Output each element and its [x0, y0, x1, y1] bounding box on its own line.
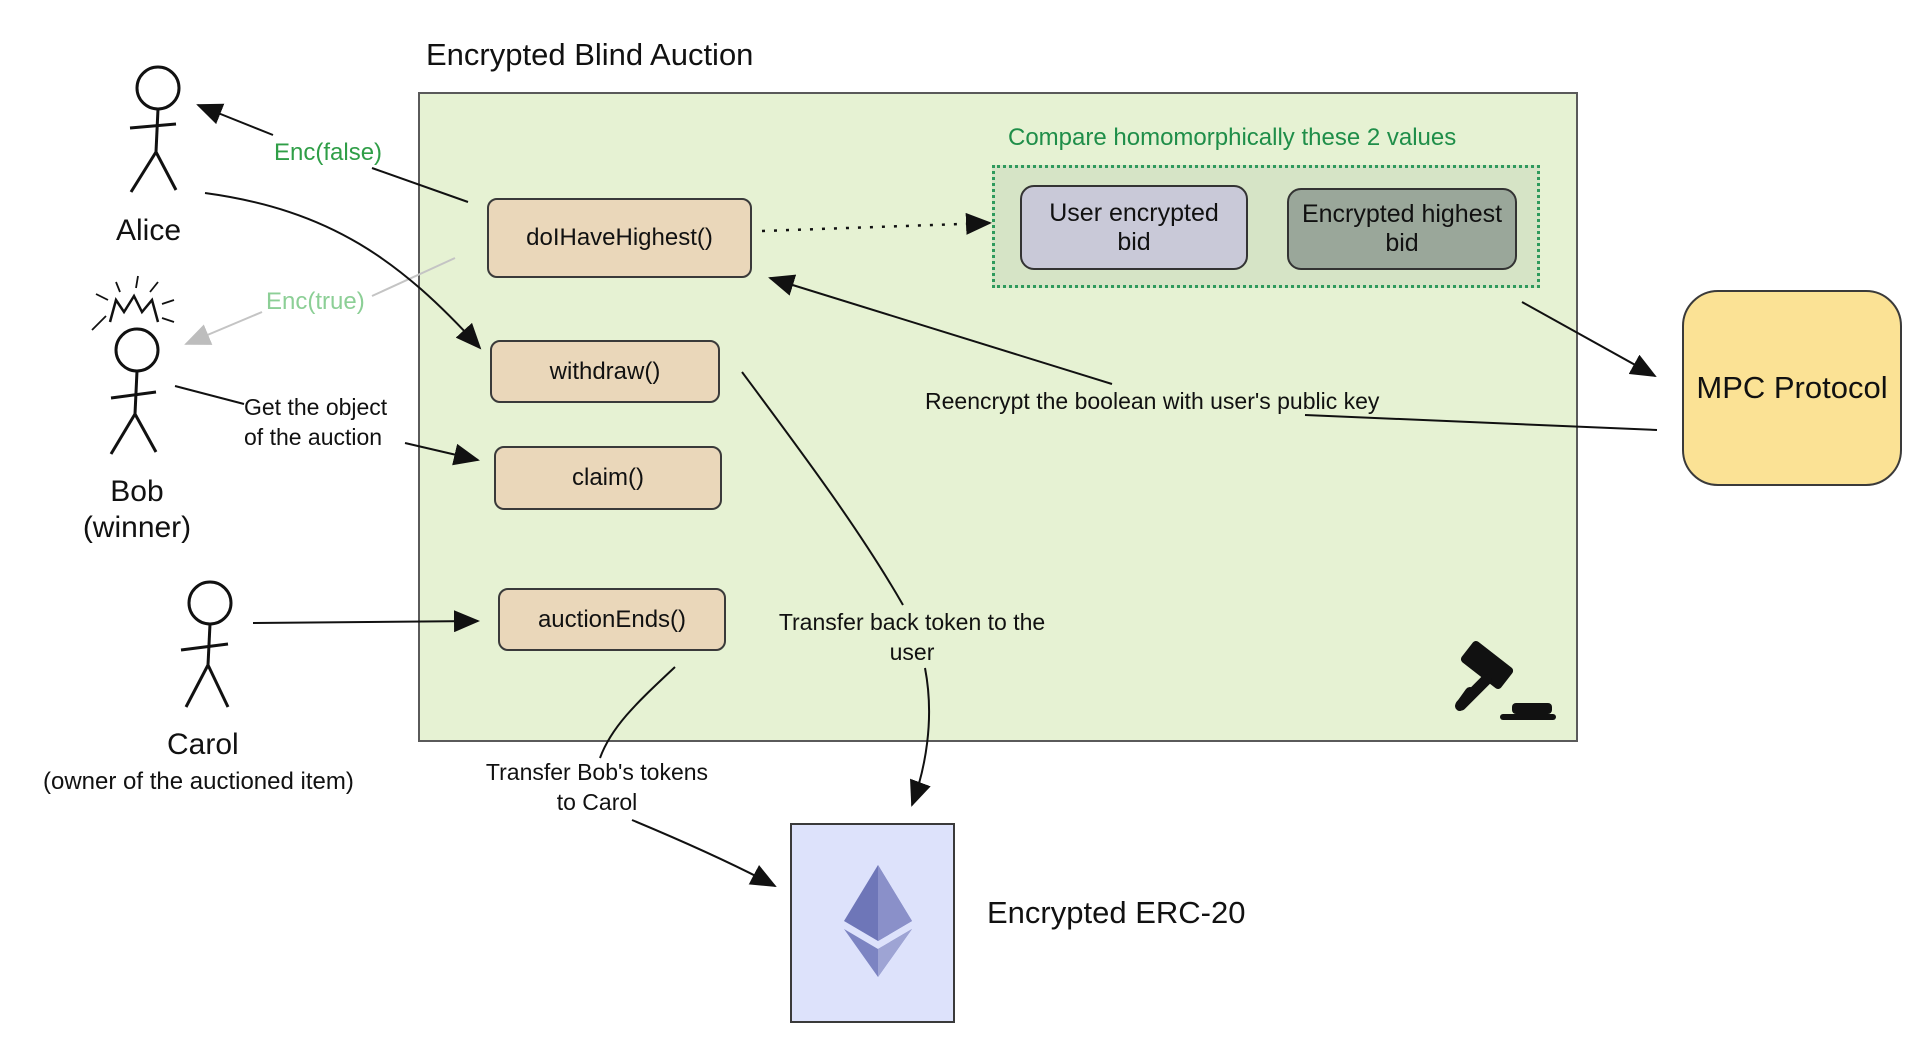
encrypted-highest-bid-node: Encrypted highest bid — [1287, 188, 1517, 270]
get-object-label-line1: Get the object — [244, 394, 388, 420]
mpc-protocol-node: MPC Protocol — [1682, 290, 1902, 486]
bob-stick-figure-icon — [91, 275, 175, 455]
withdraw-label: withdraw() — [549, 357, 661, 385]
withdraw-to-erc20-arrow-b — [910, 667, 931, 807]
bob-label-line2: (winner) — [82, 511, 192, 544]
highest-bid-label-line1: Encrypted highest — [1301, 200, 1503, 229]
transfer-back-label-line1: Transfer back token to the — [778, 609, 1046, 635]
enc-true-label: Enc(true) — [266, 288, 365, 315]
carol-role-label: (owner of the auctioned item) — [43, 768, 354, 795]
highest-bid-label-line2: bid — [1385, 229, 1419, 257]
compare-to-mpc-arrow — [1521, 301, 1657, 377]
enc-false-label: Enc(false) — [274, 139, 383, 166]
bob-label-line1: Bob — [110, 475, 164, 508]
ethereum-icon — [844, 865, 912, 977]
get-object-label-line2: of the auction — [244, 423, 383, 450]
alice-label: Alice — [116, 214, 182, 247]
auction-ends-node: auctionEnds() — [498, 588, 726, 651]
carol-label: Carol — [167, 728, 239, 761]
enc-true-arrow — [186, 257, 456, 344]
transfer-bob-label-line2: to Carol — [556, 788, 638, 815]
transfer-bob-label: Transfer Bob's tokens to Carol — [462, 758, 732, 818]
compare-label: Compare homomorphically these 2 values — [1008, 124, 1457, 151]
withdraw-to-erc20-arrow-a — [741, 371, 904, 606]
diagram-title: Encrypted Blind Auction — [426, 37, 754, 72]
auction-ends-to-erc20-arrow-b — [631, 819, 777, 887]
get-object-label: Get the object of the auction — [244, 393, 387, 453]
compare-dotted-arrow — [761, 212, 992, 235]
auction-ends-to-erc20-arrow-a — [599, 666, 676, 759]
alice-stick-figure-icon — [129, 65, 181, 193]
alice-to-withdraw-arrow — [204, 192, 482, 350]
erc20-label: Encrypted ERC-20 — [987, 895, 1246, 930]
transfer-back-label: Transfer back token to the user — [757, 608, 1067, 668]
transfer-bob-label-line1: Transfer Bob's tokens — [485, 759, 709, 785]
user-encrypted-bid-node: User encrypted bid — [1020, 185, 1248, 270]
bob-label: Bob (winner) — [72, 474, 202, 546]
auction-ends-label: auctionEnds() — [537, 605, 687, 633]
reencrypt-label: Reencrypt the boolean with user's public… — [925, 388, 1380, 414]
mpc-reencrypt-arrow-a — [1304, 414, 1658, 431]
user-bid-label-line1: User encrypted — [1049, 198, 1219, 227]
mpc-protocol-label: MPC Protocol — [1696, 370, 1888, 405]
mpc-reencrypt-arrow-b — [768, 274, 1113, 385]
bob-to-claim-arrow-b — [404, 442, 480, 466]
gavel-icon — [1455, 640, 1556, 720]
do-i-have-highest-node: doIHaveHighest() — [487, 198, 752, 278]
carol-to-auction-ends-arrow — [252, 610, 480, 633]
withdraw-node: withdraw() — [490, 340, 720, 403]
user-bid-label-line2: bid — [1117, 227, 1151, 256]
claim-node: claim() — [494, 446, 722, 510]
claim-label: claim() — [572, 464, 644, 491]
transfer-back-label-line2: user — [889, 638, 935, 665]
carol-stick-figure-icon — [180, 580, 233, 708]
enc-false-arrow — [198, 105, 469, 203]
erc20-node — [790, 823, 955, 1023]
bob-to-claim-arrow-a — [174, 385, 245, 405]
do-i-have-highest-label: doIHaveHighest() — [526, 224, 713, 251]
